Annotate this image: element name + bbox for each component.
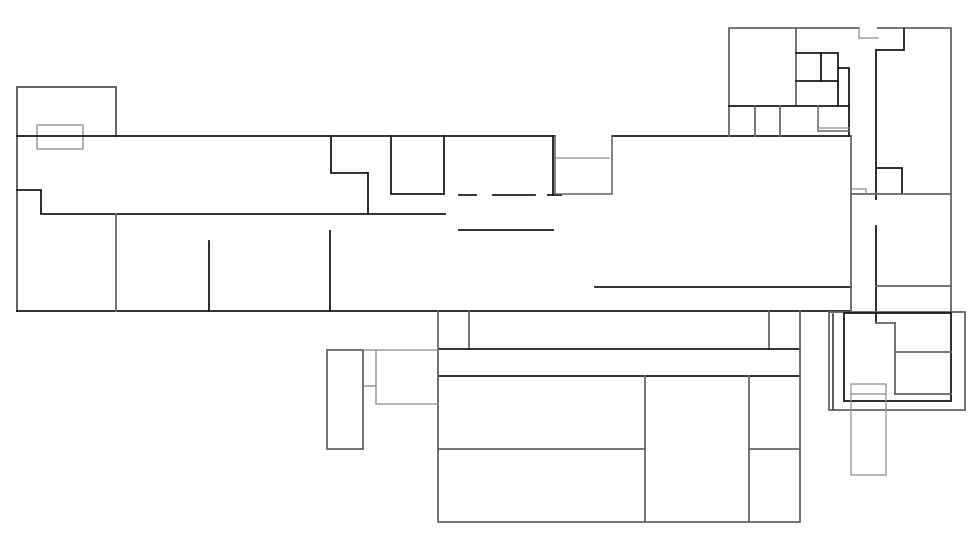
lobby-box [554,135,613,195]
north-east-block [728,27,952,324]
ne-outline-right [877,27,952,312]
corridor-wall-west [16,189,446,215]
se-inner [843,312,952,402]
south-east-block [828,311,966,476]
stepped-room [330,135,369,215]
main-east-notch [850,188,867,195]
ne-top-room [875,28,905,51]
ne-notch [858,27,879,39]
ne-outline [728,27,860,137]
south-block [326,310,801,523]
west-annex-tall [326,349,364,450]
se-entry-ramp [850,383,887,476]
ne-grid-room-c [728,67,850,107]
se-outer [828,311,966,411]
left-tower-closet [36,124,84,150]
ne-room-lower [875,167,903,195]
main-wing [16,86,852,312]
west-annex-link [362,349,439,405]
ne-grid-divider-3 [817,105,850,132]
ne-grid-room-a [795,52,839,82]
left-tower [16,86,117,312]
room-north-1 [390,135,445,195]
south-outline [437,348,801,523]
